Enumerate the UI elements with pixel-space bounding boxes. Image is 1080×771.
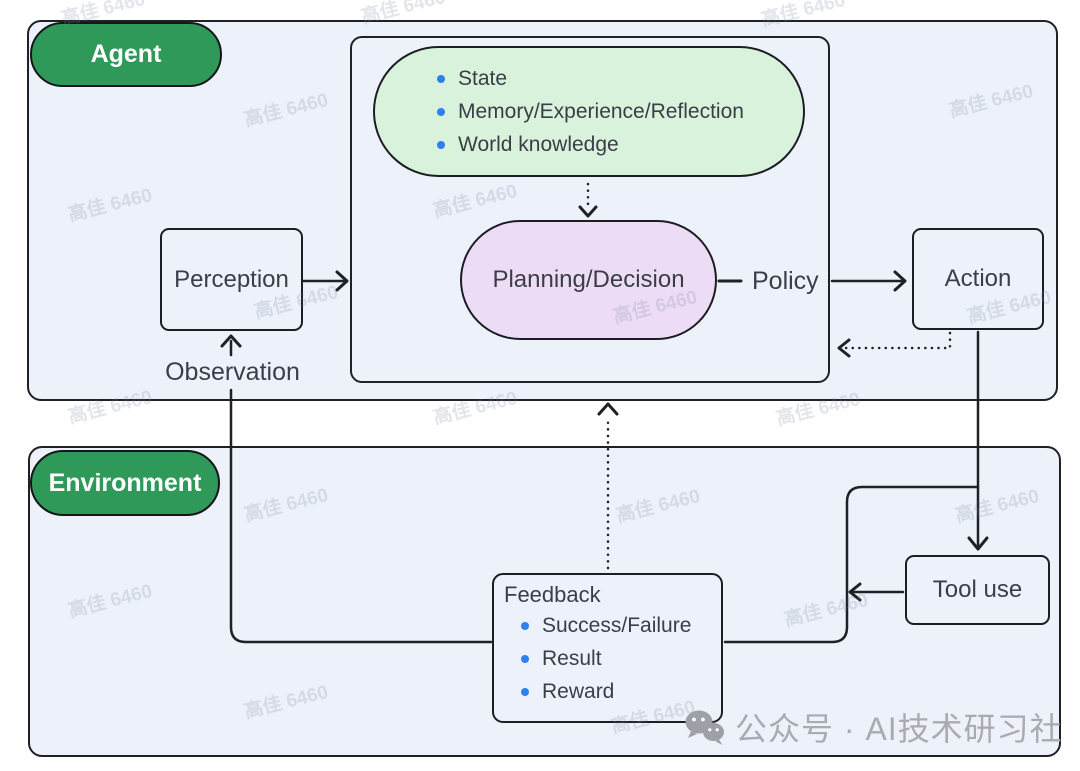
feedback-item-label: Success/Failure xyxy=(542,614,692,637)
planning-decision-node: Planning/Decision xyxy=(460,220,717,340)
footer-watermark: 公众号 · AI技术研习社 xyxy=(684,704,1063,750)
arrow-action-return-dotted xyxy=(841,331,952,350)
agent-badge: Agent xyxy=(30,22,222,87)
feedback-item-success-failure: Success/Failure xyxy=(521,613,721,639)
knowledge-item-label: Memory/Experience/Reflection xyxy=(458,99,744,123)
feedback-node: Feedback Success/Failure Result Reward xyxy=(492,573,723,723)
bullet-icon xyxy=(437,107,445,116)
bullet-icon xyxy=(521,655,529,663)
footer-watermark-text: 公众号 · AI技术研习社 xyxy=(735,711,1063,747)
feedback-title: Feedback xyxy=(504,582,601,607)
planning-decision-label: Planning/Decision xyxy=(492,266,685,293)
feedback-item-result: Result xyxy=(521,646,721,672)
arrowhead-down-icon xyxy=(578,205,598,218)
arrowhead-up-icon xyxy=(220,334,242,348)
knowledge-capsule: State Memory/Experience/Reflection World… xyxy=(373,46,805,177)
environment-badge: Environment xyxy=(30,450,220,516)
feedback-item-reward: Reward xyxy=(521,679,721,705)
bullet-icon xyxy=(521,688,529,696)
arrowhead-down-icon xyxy=(967,536,989,551)
connector-action-to-feedback xyxy=(723,485,980,644)
observation-label: Observation xyxy=(165,358,300,386)
tool-use-label: Tool use xyxy=(932,576,1023,603)
feedback-item-label: Reward xyxy=(542,680,615,703)
arrowhead-right-icon xyxy=(893,270,907,292)
knowledge-item-state: State xyxy=(437,66,803,92)
arrowhead-left-icon xyxy=(837,338,851,358)
policy-label: Policy xyxy=(752,267,819,295)
arrowhead-left-icon xyxy=(848,582,862,602)
perception-label: Perception xyxy=(174,265,289,293)
feedback-item-label: Result xyxy=(542,647,602,670)
wechat-icon xyxy=(685,710,724,745)
arrowhead-up-icon xyxy=(597,402,619,416)
knowledge-item-world-knowledge: World knowledge xyxy=(437,132,803,158)
arrowhead-right-icon xyxy=(335,270,349,292)
perception-node: Perception xyxy=(160,228,303,331)
bullet-icon xyxy=(437,74,445,83)
knowledge-item-label: State xyxy=(458,66,508,90)
knowledge-item-label: World knowledge xyxy=(458,132,619,156)
knowledge-item-memory: Memory/Experience/Reflection xyxy=(437,99,803,125)
bullet-icon xyxy=(521,622,529,630)
connector-feedback-to-observation xyxy=(229,388,493,644)
tool-use-node: Tool use xyxy=(905,555,1050,625)
action-node: Action xyxy=(912,228,1044,330)
action-label: Action xyxy=(944,265,1012,292)
bullet-icon xyxy=(437,140,445,149)
